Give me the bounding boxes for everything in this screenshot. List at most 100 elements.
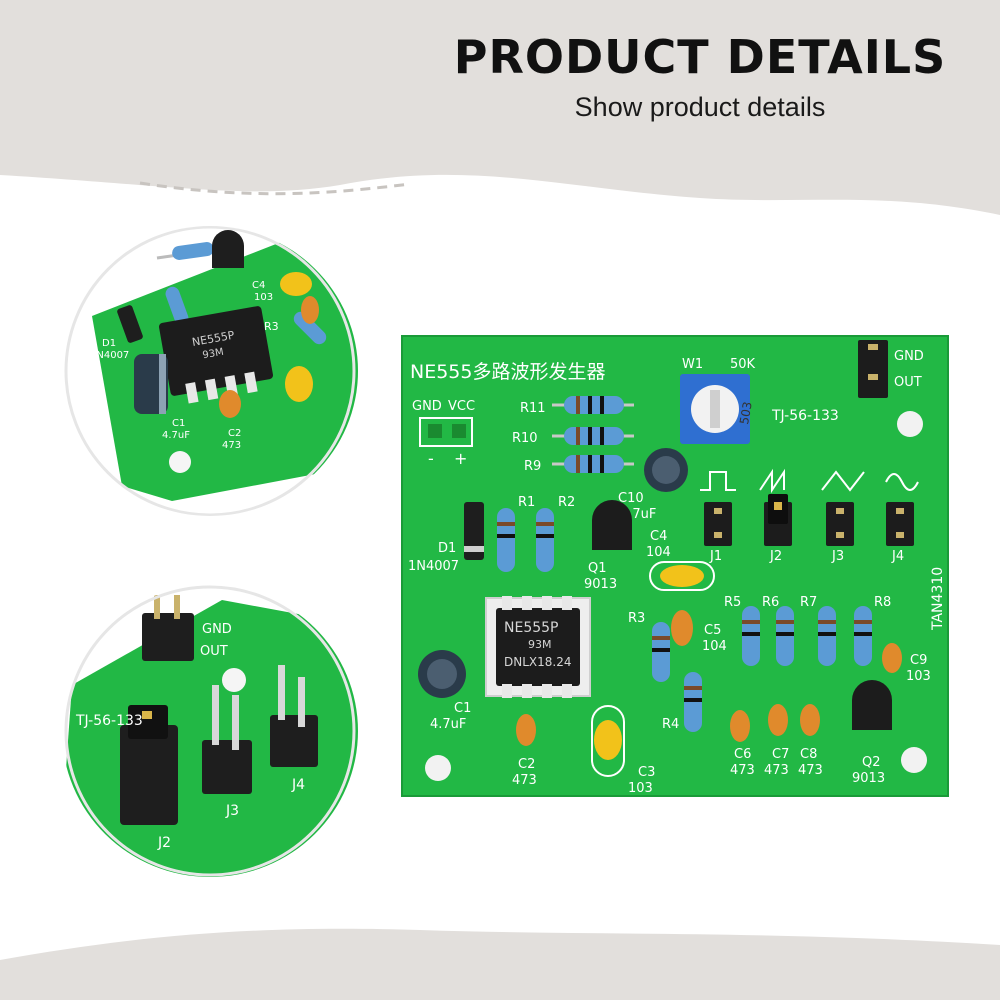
- label-j3: J3: [831, 549, 844, 564]
- potentiometer[interactable]: [680, 374, 750, 444]
- ic-line1: NE555P: [504, 620, 558, 636]
- diode-d1: [464, 502, 484, 560]
- label-out: OUT: [894, 375, 922, 390]
- label-c1: C1: [454, 701, 471, 716]
- ic-line2: 93M: [528, 638, 552, 651]
- pcb-board: NE555多路波形发生器 GND VCC - + GND OUT W1 50K …: [400, 330, 950, 800]
- zoom-label-c2-value: 473: [222, 440, 241, 451]
- label-d1: D1: [438, 541, 456, 556]
- resistor-r10: [552, 427, 634, 445]
- resistor-r9: [552, 455, 634, 473]
- zoom-label-c4: C4: [252, 280, 265, 291]
- zoom-resistor-r3: [293, 311, 327, 345]
- pot-name: W1: [682, 357, 703, 372]
- zoom-mount-hole: [169, 451, 191, 473]
- label-c9: C9: [910, 653, 927, 668]
- jumper-j4[interactable]: [886, 502, 914, 546]
- label-c9-value: 103: [906, 669, 931, 684]
- capacitor-c1: [418, 650, 466, 698]
- jumper-j1[interactable]: [704, 502, 732, 546]
- zoom2-label-j2: J2: [157, 835, 171, 851]
- zoom-capacitor-orange-2: [301, 296, 319, 324]
- zoom-capacitor-yellow: [285, 366, 313, 402]
- zoom-label-c1: C1: [172, 418, 185, 429]
- label-c4-value: 104: [646, 545, 671, 560]
- label-vcc: VCC: [448, 399, 475, 414]
- board-model: TJ-56-133: [771, 408, 839, 424]
- label-d1-part: 1N4007: [408, 559, 459, 574]
- waveform-symbols: [700, 468, 919, 494]
- label-q2-part: 9013: [852, 771, 885, 786]
- zoom2-jumper-j4: [270, 665, 318, 767]
- label-c8-value: 473: [798, 763, 823, 778]
- zoom-label-1n4007: 1N4007: [90, 350, 129, 361]
- label-r11: R11: [520, 401, 546, 416]
- label-c4: C4: [650, 529, 667, 544]
- resistor-r4: [684, 672, 702, 732]
- resistor-r3: [652, 622, 670, 682]
- zoom-capacitor-yellow-top: [280, 272, 312, 296]
- jumper-j2[interactable]: [764, 494, 792, 546]
- resistor-r7: [818, 606, 836, 666]
- zoom-circle-jumper-detail: GND OUT TJ-56-133 J2 J3 J4: [62, 585, 358, 877]
- label-r3: R3: [628, 611, 645, 626]
- label-q1: Q1: [588, 561, 607, 576]
- capacitor-c5: [671, 610, 693, 646]
- jumper-j3[interactable]: [826, 502, 854, 546]
- capacitor-c10: [644, 448, 688, 492]
- label-j1: J1: [709, 549, 722, 564]
- resistor-r11: [552, 396, 634, 414]
- capacitor-c8: [800, 704, 820, 736]
- capacitor-c4: [660, 565, 704, 587]
- label-r7: R7: [800, 595, 817, 610]
- zoom2-label-j4: J4: [291, 777, 305, 793]
- mount-hole-top-right: [897, 411, 923, 437]
- capacitor-c2: [516, 714, 536, 746]
- zoom2-label-j3: J3: [225, 803, 239, 819]
- label-c8: C8: [800, 747, 817, 762]
- zoom2-jumper-j2: [120, 705, 178, 825]
- label-r10: R10: [512, 431, 538, 446]
- resistor-r2: [536, 508, 554, 572]
- label-c6: C6: [734, 747, 751, 762]
- label-j2: J2: [769, 549, 782, 564]
- transistor-q2: [852, 680, 892, 730]
- power-pad-vcc: [452, 424, 466, 438]
- resistor-r8: [854, 606, 872, 666]
- label-c2-value: 473: [512, 773, 537, 788]
- resistor-r1: [497, 508, 515, 572]
- zoom-label-r9: R9: [144, 278, 159, 291]
- zoom-circle-ic-detail: NE555P 93M R10 R9 R3 D1 1N4007 C1 4.7uF …: [62, 226, 358, 516]
- label-r5: R5: [724, 595, 741, 610]
- label-c5: C5: [704, 623, 721, 638]
- label-out-gnd: GND: [894, 349, 924, 364]
- label-c10: C10: [618, 491, 644, 506]
- ic-ne555: [485, 596, 591, 698]
- label-c5-value: 104: [702, 639, 727, 654]
- label-r9: R9: [524, 459, 541, 474]
- zoom2-label-gnd: GND: [202, 622, 232, 637]
- label-c6-value: 473: [730, 763, 755, 778]
- label-gnd: GND: [412, 399, 442, 414]
- triangle-wave-icon: [821, 470, 865, 492]
- page-title: PRODUCT DETAILS: [453, 30, 947, 84]
- label-c3: C3: [638, 765, 655, 780]
- mount-hole-bottom-right: [901, 747, 927, 773]
- sawtooth-wave-icon: [759, 468, 785, 494]
- zoom2-output-header: [142, 595, 194, 661]
- mount-hole-left: [425, 755, 451, 781]
- zoom-label-c2: C2: [228, 428, 241, 439]
- label-c2: C2: [518, 757, 535, 772]
- zoom-capacitor-c1: [134, 354, 168, 414]
- board-side-code: TAN4310: [930, 567, 946, 631]
- label-plus: +: [454, 449, 467, 468]
- zoom2-label-model: TJ-56-133: [75, 713, 143, 729]
- power-header-outline: [419, 417, 473, 447]
- label-r1: R1: [518, 495, 535, 510]
- zoom-label-c1-value: 4.7uF: [162, 430, 190, 441]
- output-header: [858, 340, 888, 398]
- zoom2-mount-hole: [222, 668, 246, 692]
- zoom-ic-chip: [158, 306, 274, 404]
- ic-line3: DNLX18.24: [504, 655, 571, 669]
- zoom2-label-out: OUT: [200, 644, 228, 659]
